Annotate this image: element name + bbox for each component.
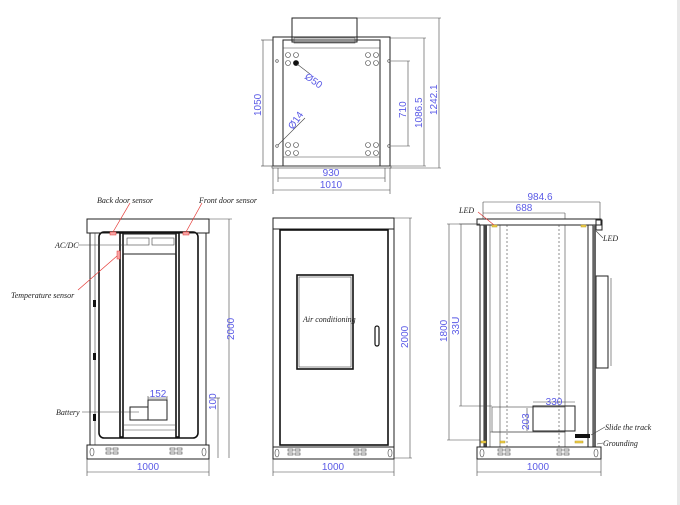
front-height-dim: 2000 [400, 325, 411, 348]
back-door-sensor-label: Back door sensor [97, 196, 154, 205]
back-width-dim: 1000 [137, 462, 160, 473]
top-outer-width-dim: 1010 [320, 180, 343, 191]
edge-bar [677, 0, 680, 505]
back-height-dim: 2000 [226, 317, 237, 340]
shelf-height-dim: 203 [521, 413, 532, 430]
side-width-dim: 1000 [527, 462, 550, 473]
side-view: LED LED Slide the track Grounding 984.6 … [439, 192, 652, 476]
front-width-dim: 1000 [322, 462, 345, 473]
front-view: Air conditioning 2000 1000 [272, 217, 412, 476]
top-depth-dim: 1050 [253, 93, 264, 116]
back-view: Back door sensor Front door sensor AC/DC… [11, 196, 258, 476]
side-top-inner-dim: 688 [516, 203, 533, 214]
hole-spacing-dim: 710 [398, 101, 409, 118]
led-right-label: LED [602, 234, 618, 243]
slide-track-label: Slide the track [605, 423, 652, 432]
air-conditioning-label: Air conditioning [302, 315, 356, 324]
depth-with-door-dim: 1086.5 [414, 97, 425, 128]
shelf-width-dim: 330 [546, 397, 563, 408]
rack-height-dim: 1800 [439, 319, 450, 342]
front-door-sensor-label: Front door sensor [198, 196, 258, 205]
small-hole-dim: Ø14 [286, 110, 306, 132]
top-inner-width-dim: 930 [323, 168, 340, 179]
battery-label: Battery [56, 408, 80, 417]
top-view: Ø50 Ø14 930 1010 1050 710 1086.5 1242.1 [253, 17, 441, 194]
base-height-dim: 100 [208, 393, 219, 410]
large-hole-dim: Ø50 [302, 71, 324, 91]
total-depth-dim: 1242.1 [429, 84, 440, 115]
grounding-label: Grounding [603, 439, 638, 448]
battery-width-dim: 152 [150, 389, 167, 400]
side-top-outer-dim: 984.6 [527, 192, 552, 203]
temperature-sensor-label: Temperature sensor [11, 291, 75, 300]
led-left-label: LED [458, 206, 474, 215]
acdc-label: AC/DC [54, 241, 79, 250]
rack-units-dim: 33U [451, 317, 462, 335]
